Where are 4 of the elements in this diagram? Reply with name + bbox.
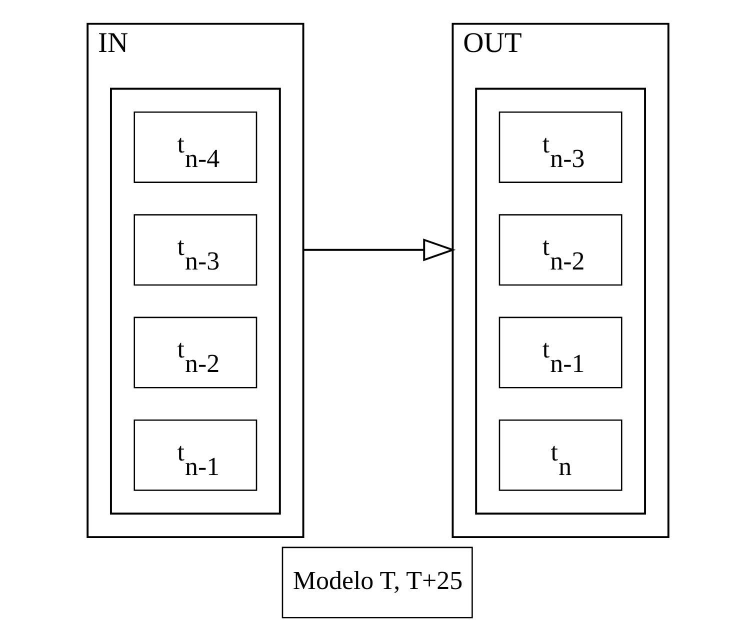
arrow (303, 238, 456, 262)
node-box: Modelo T, T+25 (282, 546, 473, 618)
cluster (475, 88, 646, 515)
cluster (110, 88, 281, 515)
